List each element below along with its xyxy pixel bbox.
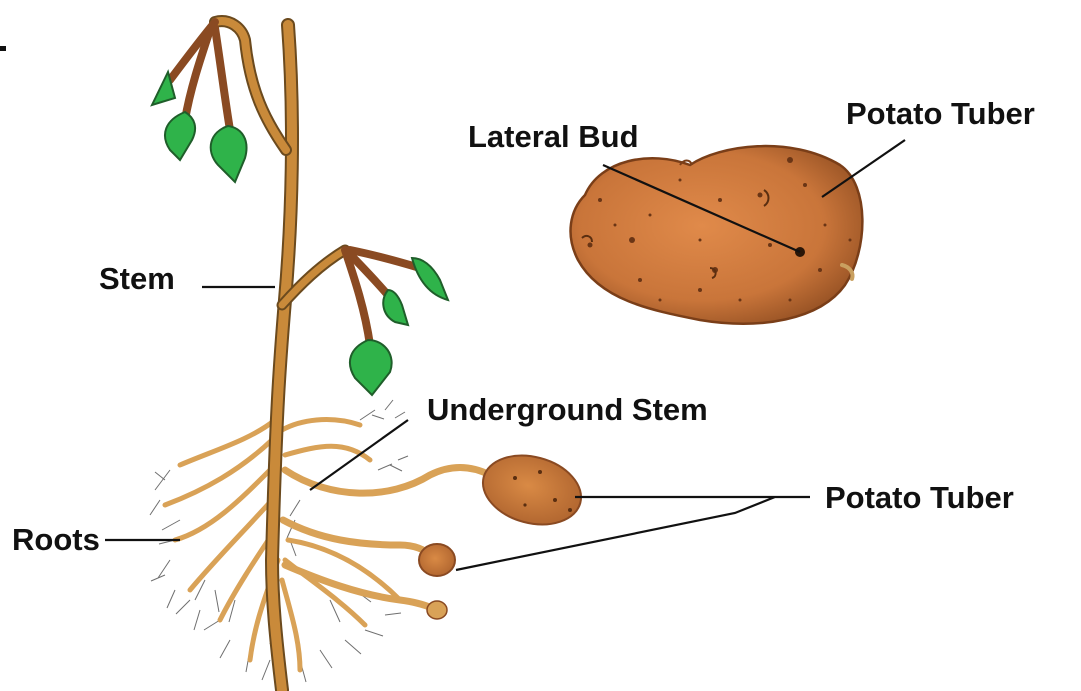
large-potato-tuber	[571, 146, 863, 324]
leaf	[383, 290, 408, 325]
leaf	[165, 112, 195, 160]
leaves	[152, 72, 448, 395]
leaf	[211, 126, 247, 182]
label-underground-stem: Underground Stem	[427, 394, 708, 425]
underground-stem-leader	[310, 420, 408, 490]
label-roots: Roots	[12, 524, 100, 555]
label-potato-tuber-bottom: Potato Tuber	[825, 482, 1014, 513]
leaf	[350, 340, 392, 395]
tuber-large-on-stolon	[475, 445, 589, 535]
tuber-medium-on-stolon	[419, 544, 455, 576]
tuber-small-on-stolon	[427, 601, 447, 619]
label-potato-tuber-top: Potato Tuber	[846, 98, 1035, 129]
label-stem: Stem	[99, 263, 175, 294]
label-lateral-bud: Lateral Bud	[468, 121, 639, 152]
leaf	[412, 258, 448, 300]
